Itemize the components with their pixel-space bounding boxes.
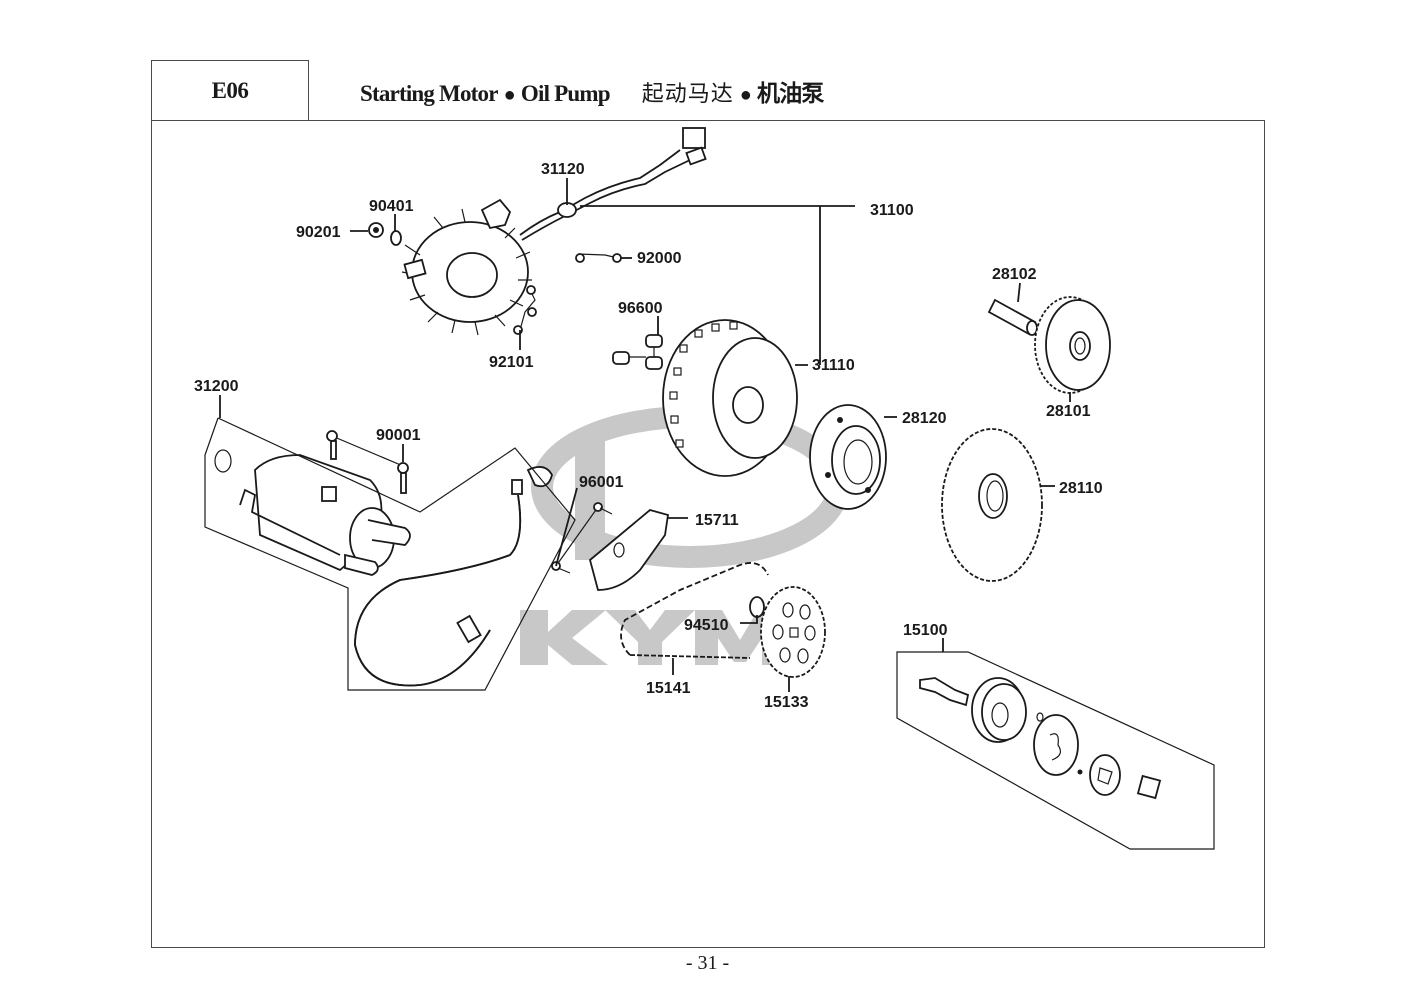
bullet-separator-zh: ● (739, 84, 752, 106)
watermark-letter-y (605, 610, 695, 665)
title-zh-starting-motor: 起动马达 (641, 82, 734, 107)
pump-rotor (1089, 754, 1121, 796)
label-28120[interactable]: 28120 (902, 410, 947, 427)
chain-guide[interactable] (588, 509, 670, 591)
starter-driven-gear[interactable] (941, 428, 1043, 582)
label-31120[interactable]: 31120 (541, 161, 585, 178)
label-92000[interactable]: 92000 (637, 250, 682, 267)
label-31100[interactable]: 31100 (870, 202, 914, 219)
label-96001[interactable]: 96001 (579, 474, 624, 491)
title-en-starting-motor: Starting Motor (360, 81, 498, 106)
label-90401[interactable]: 90401 (369, 198, 414, 215)
nut-90201[interactable] (368, 222, 384, 238)
page-number: - 31 - (685, 952, 730, 974)
pump-inner-rotor (1136, 774, 1162, 800)
starter-clutch[interactable] (809, 404, 887, 510)
pump-shaft (919, 677, 970, 707)
bullet-separator: ● (503, 84, 516, 106)
flywheel-rotor[interactable] (662, 319, 798, 477)
stator-center (446, 252, 498, 298)
label-28101[interactable]: 28101 (1046, 403, 1091, 420)
label-31200[interactable]: 31200 (194, 378, 239, 395)
title-en-oil-pump: Oil Pump (520, 81, 611, 106)
bolts-92101[interactable] (513, 285, 537, 335)
diagram-frame (151, 120, 1265, 948)
label-90201[interactable]: 90201 (296, 224, 341, 241)
starter-cable[interactable] (354, 466, 553, 687)
clip-94510[interactable] (749, 596, 765, 618)
label-15133[interactable]: 15133 (764, 694, 809, 711)
label-94510[interactable]: 94510 (684, 617, 729, 634)
label-15711[interactable]: 15711 (695, 512, 739, 529)
label-90001[interactable]: 90001 (376, 427, 421, 444)
watermark-k-bar (575, 440, 605, 560)
bolts-96600[interactable] (612, 322, 663, 370)
flywheel-windows (669, 321, 738, 448)
grommet (557, 202, 577, 218)
watermark-letter-k (520, 610, 608, 665)
title-zh-oil-pump: 机油泵 (757, 81, 824, 106)
label-31110[interactable]: 31110 (812, 357, 855, 374)
cam-chain[interactable] (620, 562, 769, 659)
washer-90401[interactable] (390, 230, 402, 246)
oil-pump-assembly[interactable] (919, 677, 1162, 800)
oil-pump-group-outline (896, 651, 1215, 850)
idler-gear[interactable] (1034, 296, 1111, 394)
part-labels: 31120 31100 90401 90201 92000 92101 9660… (194, 161, 1103, 711)
stator-assembly[interactable] (401, 127, 707, 336)
harness-connector-2 (685, 146, 707, 166)
leader-lines (219, 178, 1071, 692)
wire-harness (519, 149, 681, 236)
drive-sprocket[interactable] (760, 586, 826, 678)
stator-bracket (480, 198, 512, 230)
starter-motor-group-outline (204, 417, 576, 691)
flywheel-hub (732, 386, 764, 424)
sprocket-holes (772, 602, 816, 664)
motor-terminal (321, 486, 337, 502)
label-28102[interactable]: 28102 (992, 266, 1037, 283)
starter-motor[interactable] (214, 449, 411, 576)
screws-92000[interactable] (575, 253, 622, 263)
pump-cover (1033, 714, 1079, 776)
label-15141[interactable]: 15141 (646, 680, 691, 697)
bolts-96001[interactable] (551, 502, 613, 574)
label-92101[interactable]: 92101 (489, 354, 534, 371)
section-code: E06 (211, 77, 249, 103)
label-96600[interactable]: 96600 (618, 300, 663, 317)
section-code-box: E06 (151, 60, 309, 120)
bolts-90001[interactable] (326, 430, 409, 494)
harness-connector (682, 127, 706, 149)
o-ring (214, 449, 232, 473)
label-15100[interactable]: 15100 (903, 622, 948, 639)
stator-pickup (403, 258, 427, 280)
label-28110[interactable]: 28110 (1059, 480, 1103, 497)
idler-shaft[interactable] (987, 298, 1038, 336)
